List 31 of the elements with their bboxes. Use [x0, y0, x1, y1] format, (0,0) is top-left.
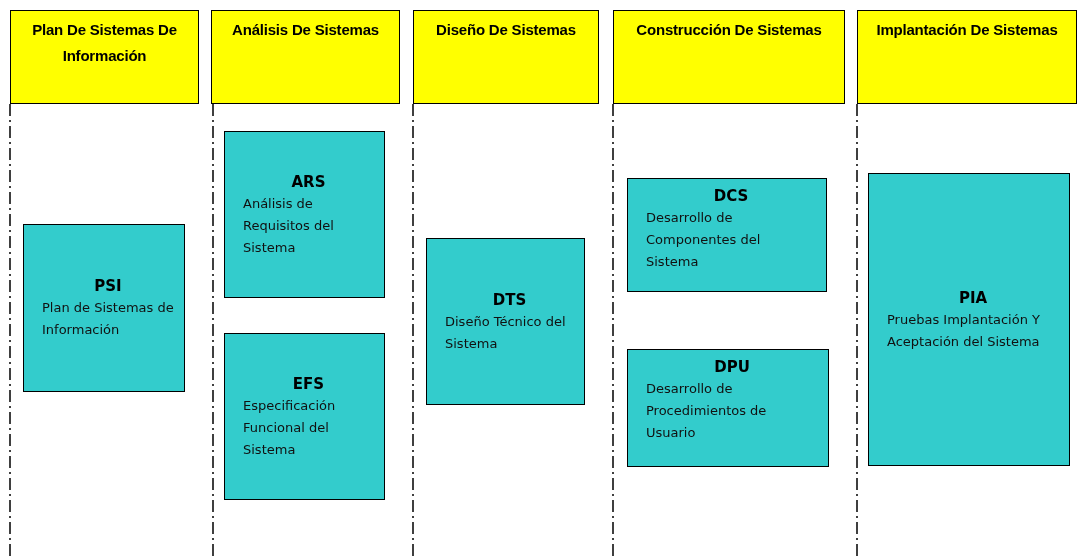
process-code: EFS: [291, 373, 326, 395]
process-description: Plan de Sistemas de Información: [42, 299, 174, 339]
process-box: [23, 224, 185, 392]
process-code: PSI: [93, 276, 123, 297]
header-text: Análisis De Sistemas: [232, 20, 379, 40]
phase-header: [10, 10, 199, 104]
header-text: Plan De Sistemas De Información: [31, 20, 178, 66]
header-text: Construcción De Sistemas: [636, 20, 822, 40]
process-description: Pruebas Implantación Y Aceptación del Sistema: [887, 310, 1041, 351]
header-text: Implantación De Sistemas: [876, 20, 1058, 40]
process-box: [426, 238, 585, 405]
phase-header: [857, 10, 1077, 104]
process-code: ARS: [290, 171, 327, 193]
phase-header: [413, 10, 599, 104]
process-description: Desarrollo de Componentes del Sistema: [646, 209, 762, 271]
process-box: [627, 178, 827, 292]
process-code: DCS: [712, 186, 750, 207]
phase-header: [211, 10, 400, 104]
process-description: Especificación Funcional del Sistema: [243, 396, 337, 459]
process-box: [224, 333, 385, 500]
process-code: DTS: [491, 289, 528, 311]
header-text: Diseño De Sistemas: [436, 20, 576, 40]
process-description: Desarrollo de Procedimientos de Usuario: [646, 380, 768, 442]
phase-header: [613, 10, 845, 104]
process-description: Análisis de Requisitos del Sistema: [243, 194, 335, 257]
process-box: [224, 131, 385, 298]
process-box: [627, 349, 829, 467]
process-box: [868, 173, 1070, 466]
process-code: DPU: [713, 357, 751, 378]
process-description: Diseño Técnico del Sistema: [445, 312, 567, 353]
process-code: PIA: [957, 287, 989, 309]
